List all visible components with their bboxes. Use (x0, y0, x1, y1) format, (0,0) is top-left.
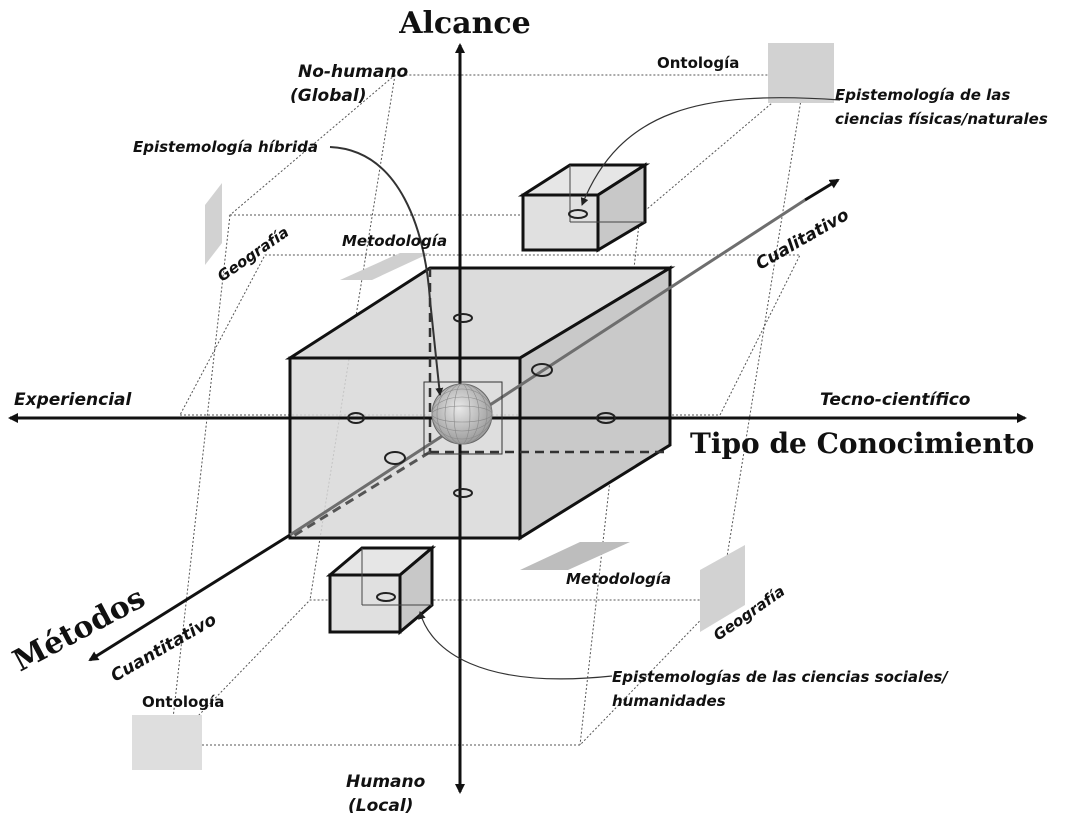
callout-hybrid-epistemology: Epistemología híbrida (133, 138, 318, 156)
axis-label-tecno-cientifico: Tecno-científico (820, 390, 971, 410)
axis-label-local: (Local) (348, 796, 413, 816)
hybrid-core (423, 381, 503, 455)
cube-face-holes (347, 313, 616, 498)
plane-label-metodologia-top: Metodología (342, 232, 447, 250)
geography-plane-right (700, 545, 745, 632)
geography-plane-left (205, 183, 222, 265)
axis-label-experiencial: Experiencial (14, 390, 132, 410)
plane-label-geografia-left: Geografía (214, 223, 292, 285)
plane-label-ontologia-bottom: Ontología (142, 693, 224, 711)
callout-leaders (329, 97, 841, 680)
natural-sciences-cube (517, 162, 651, 253)
methodology-plane-top (340, 253, 430, 280)
social-sciences-cube (325, 544, 437, 636)
axis-label-global: (Global) (290, 86, 366, 106)
methods-axis (88, 178, 840, 662)
ontology-plane-top (768, 43, 834, 103)
plane-label-metodologia-bottom: Metodología (566, 570, 671, 588)
methodology-plane-bottom (520, 542, 630, 570)
callout-natural-line1: Epistemología de las (835, 86, 1010, 104)
axis-label-cualitativo: Cualitativo (753, 205, 853, 274)
axis-label-humano: Humano (346, 772, 426, 792)
axis-label-no-humano: No-humano (298, 62, 408, 82)
callout-social-line2: humanidades (612, 692, 726, 710)
ontology-plane-bottom (132, 715, 202, 770)
plane-label-ontologia-top: Ontología (657, 54, 739, 72)
callout-social-line1: Epistemologías de las ciencias sociales/ (612, 668, 949, 686)
axis-title-tipo-conocimiento: Tipo de Conocimiento (690, 427, 1034, 460)
axis-title-alcance: Alcance (398, 6, 531, 41)
hybrid-sphere (431, 383, 493, 445)
callout-natural-line2: ciencias físicas/naturales (835, 110, 1048, 128)
